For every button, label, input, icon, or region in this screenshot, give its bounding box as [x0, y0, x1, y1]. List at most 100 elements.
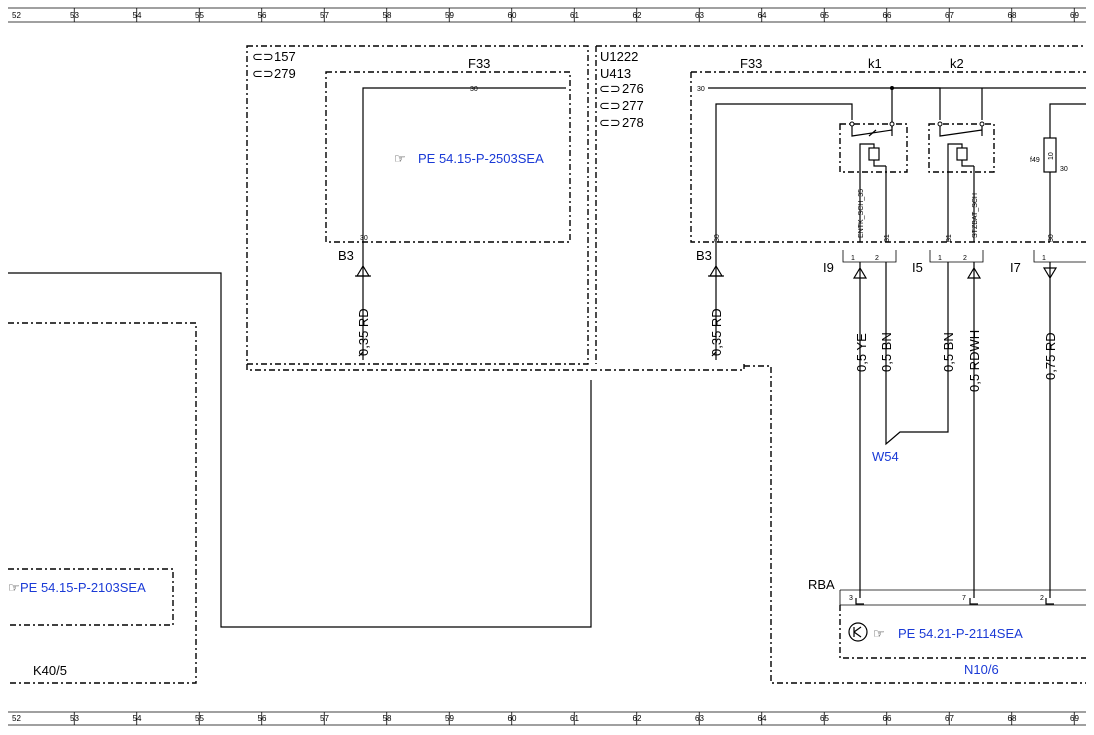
- n10-6-block: RBA 3 7 2 ☞ PE 54.21-P-2114SEA N10/6: [808, 577, 1086, 677]
- middle-sheet-ref-2: 279: [274, 66, 296, 81]
- fuse-label: f49: [1030, 157, 1040, 164]
- wire-label-rd: 0,75 RD: [1043, 332, 1058, 380]
- splice-w54-link[interactable]: W54: [872, 449, 899, 464]
- ruler-column-label: 68: [1008, 11, 1017, 20]
- ruler-column-label: 61: [570, 11, 579, 20]
- bottom-ruler: 52 53 54 55 56 57 58 59 60 61 62 63 64 65 66 67 68 69: [8, 711, 1086, 726]
- variant-u1222: U1222: [600, 49, 638, 64]
- middle-block: ⊂⊃ 157 ⊂⊃ 279 F33 30 ☞ PE 54.15-P-2503SE…: [246, 45, 589, 365]
- ruler-column-label: 52: [12, 11, 21, 20]
- i5-pin-2: 2: [963, 255, 967, 262]
- ruler-column-label: 65: [820, 714, 829, 723]
- ruler-column-label: 62: [633, 714, 642, 723]
- k40-5-block: ☞ PE 54.15-P-2103SEA K40/5: [8, 322, 197, 684]
- rba-pin-7: 7: [962, 595, 966, 602]
- ruler-column-label: 62: [633, 11, 642, 20]
- right-f33-label: F33: [740, 56, 762, 71]
- ruler-column-label: 59: [445, 714, 454, 723]
- ruler-column-label: 61: [570, 714, 579, 723]
- wire-label-bn-2: 0,5 BN: [941, 332, 956, 372]
- connector-i9: I9: [823, 260, 834, 275]
- bottom-ref-link[interactable]: PE 54.21-P-2114SEA: [898, 626, 1023, 641]
- n10-6-label[interactable]: N10/6: [964, 662, 999, 677]
- ruler-column-label: 69: [1070, 11, 1079, 20]
- ruler-column-label: 57: [320, 11, 329, 20]
- ruler-column-label: 64: [758, 11, 767, 20]
- relay-k1-label: k1: [868, 56, 882, 71]
- right-ref-icon-1: ⊂⊃: [599, 81, 621, 96]
- ground-wire: [8, 272, 592, 628]
- ruler-column-label: 63: [695, 11, 704, 20]
- right-b3-wire-label: 0,35 RD: [709, 308, 724, 356]
- middle-pin-30: 30: [470, 86, 478, 93]
- right-sheet-ref-1: 276: [622, 81, 644, 96]
- ruler-column-label: 67: [945, 714, 954, 723]
- middle-b3-label: B3: [338, 248, 354, 263]
- ruler-column-label: 57: [320, 714, 329, 723]
- wire-label-bn-1: 0,5 BN: [879, 332, 894, 372]
- fuse-value: 10: [1048, 152, 1055, 160]
- ruler-column-label: 60: [508, 11, 517, 20]
- middle-ref-icon-2: ⊂⊃: [252, 66, 274, 81]
- wire-label-rdwh: 0,5 RDWH: [967, 330, 982, 392]
- ruler-column-label: 54: [133, 11, 142, 20]
- ruler-column-label: 58: [383, 11, 392, 20]
- ruler-column-label: 66: [883, 714, 892, 723]
- bottom-ref-icon: ☞: [873, 626, 885, 641]
- relay-k2-label: k2: [950, 56, 964, 71]
- right-ref-icon-3: ⊂⊃: [599, 115, 621, 130]
- ruler-column-label: 52: [12, 714, 21, 723]
- ruler-column-label: 55: [195, 11, 204, 20]
- ruler-column-label: 53: [70, 714, 79, 723]
- right-b3-label: B3: [696, 248, 712, 263]
- ruler-column-label: 65: [820, 11, 829, 20]
- wire-label-ye: 0,5 YE: [854, 333, 869, 372]
- right-sheet-ref-2: 277: [622, 98, 644, 113]
- ruler-column-label: 58: [383, 714, 392, 723]
- middle-sheet-ref-1: 157: [274, 49, 296, 64]
- ruler-column-label: 60: [508, 714, 517, 723]
- right-conn-pin-30: 30: [714, 234, 721, 242]
- k1-pin-31: 31: [884, 234, 891, 242]
- middle-wire-label: 0,35 RD: [356, 308, 371, 356]
- ruler-column-label: 69: [1070, 714, 1079, 723]
- k40-5-label: K40/5: [33, 663, 67, 678]
- ruler-column-label: 64: [758, 714, 767, 723]
- ruler-column-label: 54: [133, 714, 142, 723]
- rba-pin-3: 3: [849, 595, 853, 602]
- right-sheet-ref-3: 278: [622, 115, 644, 130]
- middle-ref-icon: ☞: [394, 151, 406, 166]
- middle-conn-pin: 30: [360, 235, 368, 242]
- middle-ref-icon-1: ⊂⊃: [252, 49, 274, 64]
- relay2-signal-label: STZBAT_SCH: [972, 193, 979, 238]
- relay1-signal-label: ENTK_SCH_35: [858, 189, 865, 238]
- ruler-column-label: 56: [258, 714, 267, 723]
- left-ref-icon: ☞: [8, 580, 20, 595]
- right-pin-30: 30: [697, 86, 705, 93]
- connector-i5: I5: [912, 260, 923, 275]
- right-block: U1222 U413 ⊂⊃ 276 ⊂⊃ 277 ⊂⊃ 278 F33 k1 k…: [246, 45, 1086, 684]
- ruler-column-label: 55: [195, 714, 204, 723]
- rba-pin-2: 2: [1040, 595, 1044, 602]
- ruler-column-label: 63: [695, 714, 704, 723]
- middle-f33-label: F33: [468, 56, 490, 71]
- i9-pin-1: 1: [851, 255, 855, 262]
- ruler-column-label: 59: [445, 11, 454, 20]
- i7-pin-1: 1: [1042, 255, 1046, 262]
- right-ref-icon-2: ⊂⊃: [599, 98, 621, 113]
- i9-pin-2: 2: [875, 255, 879, 262]
- ruler-column-label: 67: [945, 11, 954, 20]
- middle-ref-link[interactable]: PE 54.15-P-2503SEA: [418, 151, 544, 166]
- ruler-column-label: 56: [258, 11, 267, 20]
- ruler-column-label: 53: [70, 11, 79, 20]
- variant-u413: U413: [600, 66, 631, 81]
- connector-i7: I7: [1010, 260, 1021, 275]
- rba-label: RBA: [808, 577, 835, 592]
- ruler-column-label: 66: [883, 11, 892, 20]
- left-ref-link[interactable]: PE 54.15-P-2103SEA: [20, 580, 146, 595]
- top-ruler: 52 53 54 55 56 57 58 59 60 61 62 63 64 65 66 67 68 69: [8, 7, 1086, 23]
- f49-pin-30: 30: [1048, 234, 1055, 242]
- ruler-column-label: 68: [1008, 714, 1017, 723]
- i5-pin-1: 1: [938, 255, 942, 262]
